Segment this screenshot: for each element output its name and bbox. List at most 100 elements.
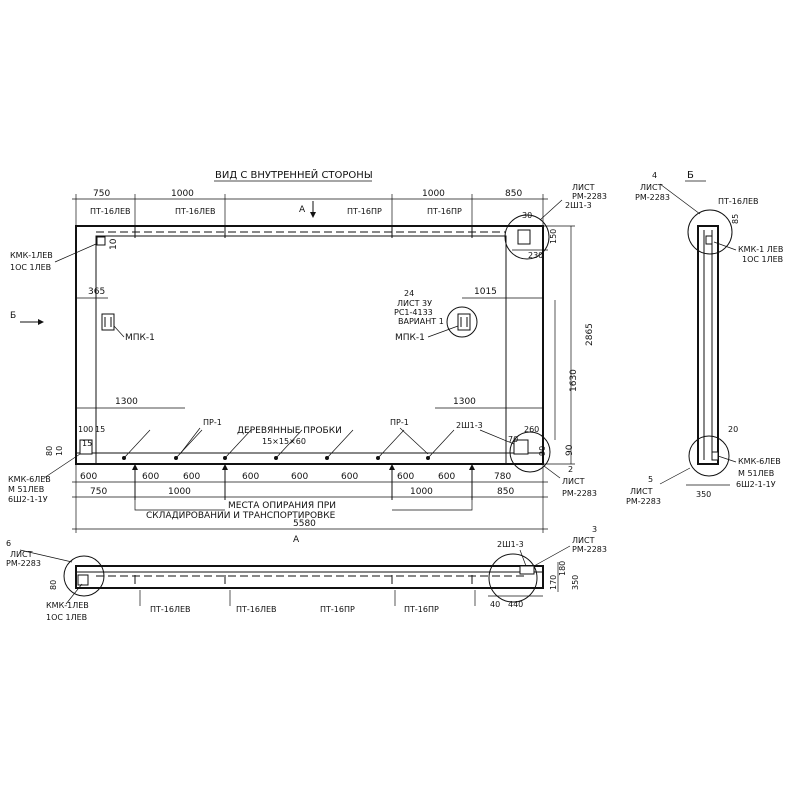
main-panel <box>75 225 544 465</box>
side-ref-5-num: 5 <box>648 475 653 484</box>
left-bottom-m51: М 51ЛЕВ <box>8 485 44 494</box>
section-rebar-2: ПТ-16ЛЕВ <box>236 605 277 614</box>
section-ref-6-line2: РМ-2283 <box>6 559 41 568</box>
side-kmk6-line3: 6Ш2-1-1У <box>736 480 776 489</box>
dim-15-top: 15 <box>95 425 105 434</box>
section-dim-40: 40 <box>490 600 500 609</box>
section-view: 6 ЛИСТ РМ-2283 3 ЛИСТ РМ-2283 2Ш1-3 80 К… <box>6 525 607 622</box>
side-ref-5-line2: РМ-2283 <box>626 497 661 506</box>
rebar-label-4: ПТ-16ПР <box>427 207 462 216</box>
section-dim-170: 170 <box>549 575 558 590</box>
section-dim-440: 440 <box>508 600 523 609</box>
left-bottom-leader <box>43 453 81 479</box>
ref-2-line1: ЛИСТ <box>562 477 585 486</box>
section-a-label: А <box>293 535 300 545</box>
section-dim-350: 350 <box>571 575 580 590</box>
mpk-right-leader <box>427 325 459 338</box>
dim-100: 100 <box>78 425 93 434</box>
section-kmk-line2: 1ОС 1ЛЕВ <box>46 613 87 622</box>
plug-dot-7 <box>426 456 430 460</box>
section-kmk-leader <box>65 583 83 605</box>
view-arrow-b-label: Б <box>10 311 16 321</box>
plug-dot-5 <box>325 456 329 460</box>
ref-tr-leader <box>539 199 563 221</box>
ref-2-num: 2 <box>568 465 573 474</box>
eshch-bottom-leader <box>479 429 515 445</box>
section-right-embed <box>519 565 535 575</box>
corner-detail-tr <box>517 229 531 245</box>
ref-2-line2: РМ-2283 <box>562 489 597 498</box>
side-view: 4 ЛИСТ РМ-2283 ПТ-16ЛЕВ 85 КМК-1 ЛЕВ 1ОС… <box>626 171 783 506</box>
dim-10-top: 10 <box>109 238 119 250</box>
section-rebar-1: ПТ-16ЛЕВ <box>150 605 191 614</box>
section-arrow-a-head <box>310 212 316 218</box>
left-kmk-leader <box>54 243 97 263</box>
bottom-dimension-chain: 600 600 600 600 600 600 600 600 780 750 … <box>72 464 548 545</box>
ref-24-line2: РС1-4133 <box>394 308 433 317</box>
view-arrow-b-head <box>38 319 44 325</box>
dim-260: 260 <box>524 425 539 434</box>
side-dim-350: 350 <box>696 490 711 499</box>
dim-inner-600-2: 600 <box>142 472 159 482</box>
right-dimension-chain: 2865 1630 90 30 150 230 ЛИСТ РМ-2283 2Ш1… <box>504 183 607 465</box>
side-kmk6-leader <box>717 455 737 463</box>
top-dim-750: 750 <box>93 189 110 199</box>
detail-circle-24 <box>446 306 478 338</box>
support-bracket-right <box>392 500 473 511</box>
side-kmk1-line2: 1ОС 1ЛЕВ <box>742 255 783 264</box>
section-kmk-line1: КМК-1ЛЕВ <box>46 601 89 610</box>
side-kmk1-line1: КМК-1 ЛЕВ <box>738 245 783 254</box>
plug-dot-1 <box>122 456 126 460</box>
mpk-left-label: МПК-1 <box>125 333 155 343</box>
dim-150: 150 <box>549 229 558 244</box>
side-panel-outline <box>697 225 719 465</box>
left-bottom-sh2: 6Ш2-1-1У <box>8 495 48 504</box>
support-bracket-left <box>134 500 225 511</box>
side-detail-circle-5 <box>688 435 730 477</box>
dim-inner-780: 780 <box>494 472 511 482</box>
plug-dot-2 <box>174 456 178 460</box>
plug-line-4 <box>275 429 303 459</box>
mpk-loop-right <box>457 313 471 331</box>
ref-24-line1: ЛИСТ 3У <box>397 299 432 308</box>
dim-inner-600-1: 600 <box>80 472 97 482</box>
support-text-1: МЕСТА ОПИРАНИЯ ПРИ <box>228 501 336 511</box>
plug-line-6 <box>377 429 405 459</box>
side-pt-label: ПТ-16ЛЕВ <box>718 197 759 206</box>
drawing-title: ВИД С ВНУТРЕННЕЙ СТОРОНЫ <box>215 168 373 181</box>
mpk-loop-left <box>101 313 115 331</box>
wood-plugs-label: ДЕРЕВЯННЫЕ ПРОБКИ <box>237 426 342 436</box>
ref-tr-line1: ЛИСТ <box>572 183 595 192</box>
support-text-2: СКЛАДИРОВАНИИ И ТРАНСПОРТИРОВКЕ <box>146 511 336 521</box>
left-bottom-kmk: КМК-6ЛЕВ <box>8 475 51 484</box>
pr1-right-label: ПР-1 <box>390 418 409 427</box>
side-ref-4-num: 4 <box>652 171 657 180</box>
side-ref-5-line1: ЛИСТ <box>630 487 653 496</box>
dim-outer-850: 850 <box>497 487 514 497</box>
top-dim-1000a: 1000 <box>171 189 194 199</box>
side-kmk6-line1: КМК-6ЛЕВ <box>738 457 781 466</box>
dim-365: 365 <box>88 287 105 297</box>
dim-1300-right: 1300 <box>453 397 476 407</box>
bottom-right-embed <box>513 439 529 455</box>
side-top-embed <box>705 235 713 245</box>
dim-1630: 1630 <box>569 369 579 392</box>
wood-plugs-size: 15×15×60 <box>262 437 306 446</box>
section-outline <box>75 565 544 589</box>
rebar-label-1: ПТ-16ЛЕВ <box>90 207 131 216</box>
dim-inner-600-7: 600 <box>397 472 414 482</box>
side-bottom-embed <box>711 451 719 461</box>
section-arrow-a-label: А <box>299 205 306 215</box>
section-ref-3-leader <box>533 545 571 567</box>
section-rebar-4: ПТ-16ПР <box>404 605 439 614</box>
left-kmk-label: КМК-1ЛЕВ <box>10 251 53 260</box>
top-dim-1000b: 1000 <box>422 189 445 199</box>
panel-outline <box>75 225 544 465</box>
section-ref-6-line1: ЛИСТ <box>10 550 33 559</box>
side-detail-circle-4 <box>687 209 733 255</box>
mpk-right-label: МПК-1 <box>395 333 425 343</box>
dim-15-side: 15 <box>82 439 92 448</box>
panel-opening <box>95 235 507 464</box>
section-dim-180: 180 <box>558 561 567 576</box>
